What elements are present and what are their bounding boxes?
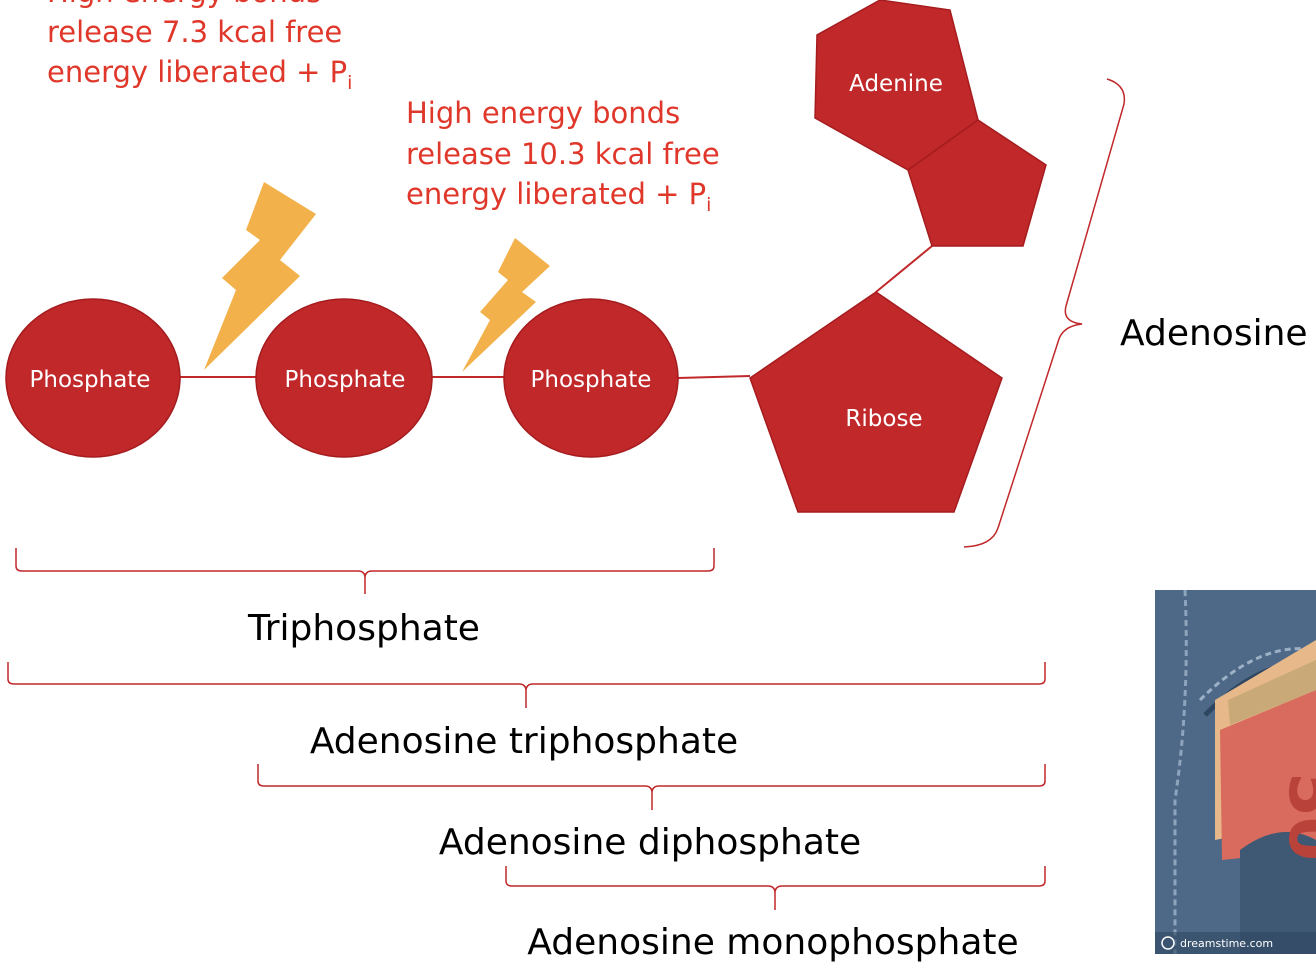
photo-watermark: dreamstime.com — [1180, 937, 1273, 950]
phosphate-ribose-bond-line — [677, 375, 751, 379]
phosphate-label-1: Phosphate — [30, 367, 151, 393]
adp-label: Adenosine diphosphate — [439, 822, 861, 863]
annotation-1-line3: energy liberated + Pi — [47, 55, 352, 94]
atp-label: Adenosine triphosphate — [310, 721, 738, 762]
annotation-1-line1: High energy bonds — [47, 0, 321, 9]
adp-brace — [257, 764, 1046, 810]
phosphate-label-2: Phosphate — [285, 367, 406, 393]
atp-brace — [7, 662, 1046, 708]
annotation-1-line2: release 7.3 kcal free — [47, 15, 342, 49]
phosphate-label-3: Phosphate — [531, 367, 652, 393]
money-in-pocket-photo: 50 dreamstime.com — [1155, 590, 1316, 954]
ribose-adenine-bond-line — [875, 245, 933, 293]
bond-annotation-7-3: High energy bonds release 7.3 kcal free … — [47, 0, 352, 94]
adenosine-label: Adenosine — [1120, 313, 1308, 354]
phosphate-circle-3 — [503, 298, 679, 458]
triphosphate-label: Triphosphate — [247, 608, 480, 649]
annotation-2-line3: energy liberated + Pi — [406, 177, 711, 216]
phosphate-circle-1 — [5, 298, 181, 458]
amp-label: Adenosine monophosphate — [527, 922, 1018, 963]
bond-annotation-10-3: High energy bonds release 10.3 kcal free… — [406, 96, 720, 216]
dreamstime-logo-icon — [1161, 936, 1175, 950]
annotation-2-line2: release 10.3 kcal free — [406, 137, 720, 171]
annotation-2-line1: High energy bonds — [406, 96, 680, 130]
adenine-pentagon — [907, 119, 1047, 247]
adenosine-brace — [963, 78, 1126, 548]
amp-brace — [505, 866, 1046, 910]
adenine-label: Adenine — [849, 71, 943, 97]
phosphate-circle-2 — [255, 298, 433, 458]
ribose-label: Ribose — [845, 406, 922, 432]
lightning-bolt-icon — [204, 182, 316, 370]
banknote-digits: 50 — [1274, 772, 1316, 861]
lightning-bolt-icon — [462, 238, 550, 372]
triphosphate-brace — [15, 548, 715, 594]
ribose-pentagon — [749, 291, 1003, 513]
